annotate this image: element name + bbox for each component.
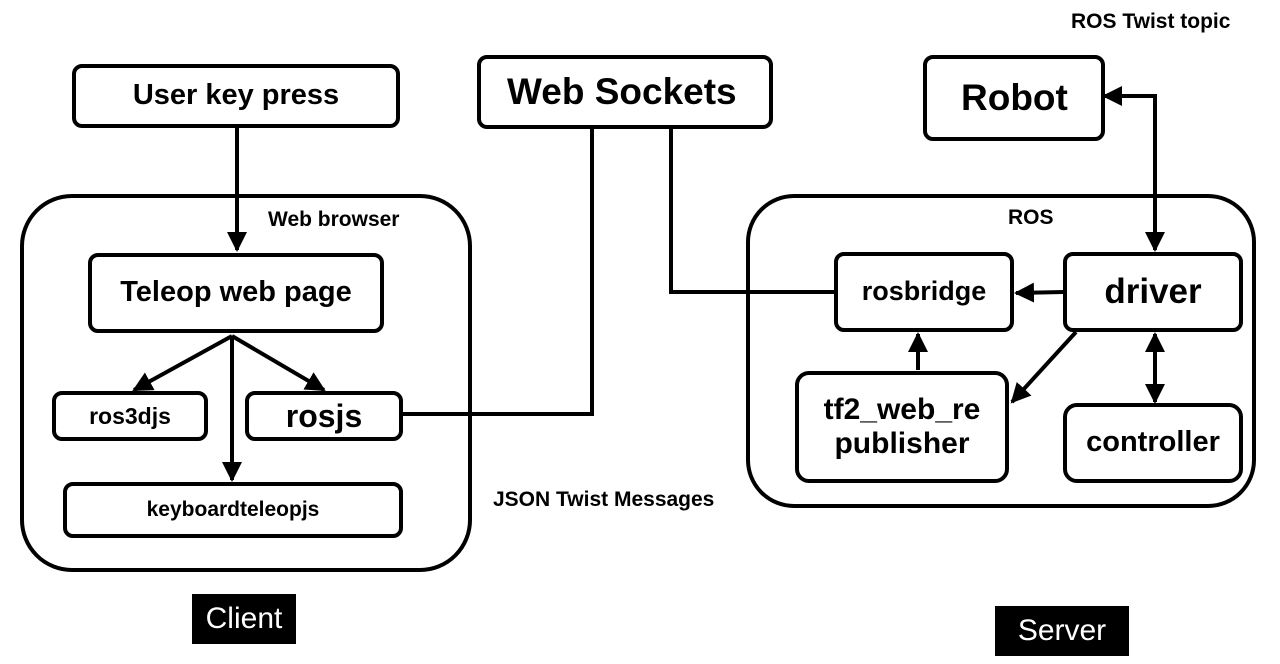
server-badge: Server xyxy=(995,606,1129,656)
rosjs-node: rosjs xyxy=(245,391,403,441)
robot-node: Robot xyxy=(923,55,1105,141)
web-browser-group xyxy=(20,194,472,572)
teleop-web-page-label: Teleop web page xyxy=(120,276,352,309)
user-key-press-label: User key press xyxy=(132,79,340,112)
arrow-robot-driver xyxy=(1102,86,1165,252)
user-key-press-node: User key press xyxy=(72,64,400,128)
rosbridge-node: rosbridge xyxy=(834,252,1014,332)
keyboardteleopjs-node: keyboardteleopjs xyxy=(63,482,403,538)
teleop-web-page-node: Teleop web page xyxy=(88,253,384,333)
rosjs-label: rosjs xyxy=(285,397,363,434)
web-browser-label: Web browser xyxy=(268,208,400,231)
tf2-line2-label: publisher xyxy=(834,427,970,460)
ros3djs-node: ros3djs xyxy=(52,391,208,441)
web-sockets-label: Web Sockets xyxy=(507,70,737,112)
server-badge-label: Server xyxy=(1017,614,1107,647)
controller-node: controller xyxy=(1063,403,1243,483)
ros3djs-label: ros3djs xyxy=(89,402,171,429)
ros-group xyxy=(746,194,1256,508)
tf2-line1-label: tf2_web_re xyxy=(823,392,981,426)
arrow-teleop-to-ros3djs xyxy=(132,334,233,392)
robot-label: Robot xyxy=(961,76,1068,118)
ros-label: ROS xyxy=(1008,206,1054,229)
client-badge: Client xyxy=(192,594,296,644)
ros-twist-topic-label: ROS Twist topic xyxy=(1071,10,1231,33)
keyboardteleopjs-label: keyboardteleopjs xyxy=(146,497,320,521)
controller-label: controller xyxy=(1086,426,1220,459)
json-twist-messages-label: JSON Twist Messages xyxy=(493,488,715,511)
wire-rosjs-to-websockets xyxy=(402,129,594,416)
arrow-driver-to-rosbridge xyxy=(1014,282,1065,303)
arrow-driver-to-tf2 xyxy=(1010,330,1078,404)
driver-label: driver xyxy=(1104,271,1202,311)
arrow-teleop-to-rosjs xyxy=(230,334,326,392)
client-badge-label: Client xyxy=(205,602,283,635)
tf2-web-republisher-node: tf2_web_re publisher xyxy=(795,371,1009,483)
driver-node: driver xyxy=(1063,252,1243,332)
rosbridge-label: rosbridge xyxy=(861,276,987,307)
web-sockets-node: Web Sockets xyxy=(477,55,773,129)
wire-websockets-to-rosbridge xyxy=(669,129,836,294)
